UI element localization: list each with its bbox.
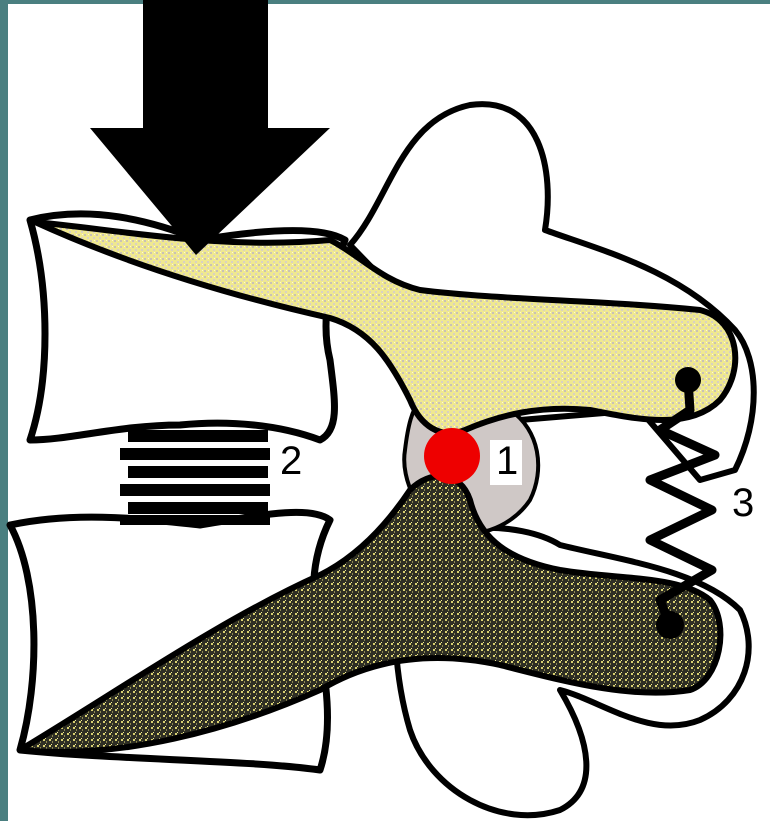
frame-left-edge: [0, 0, 8, 821]
label-2: 2: [280, 439, 302, 483]
label-3: 3: [732, 481, 754, 525]
label-1: 1: [496, 439, 518, 483]
frame-top-edge: [0, 0, 770, 4]
contact-point-marker: [424, 428, 480, 484]
disc-spring: [120, 430, 270, 525]
